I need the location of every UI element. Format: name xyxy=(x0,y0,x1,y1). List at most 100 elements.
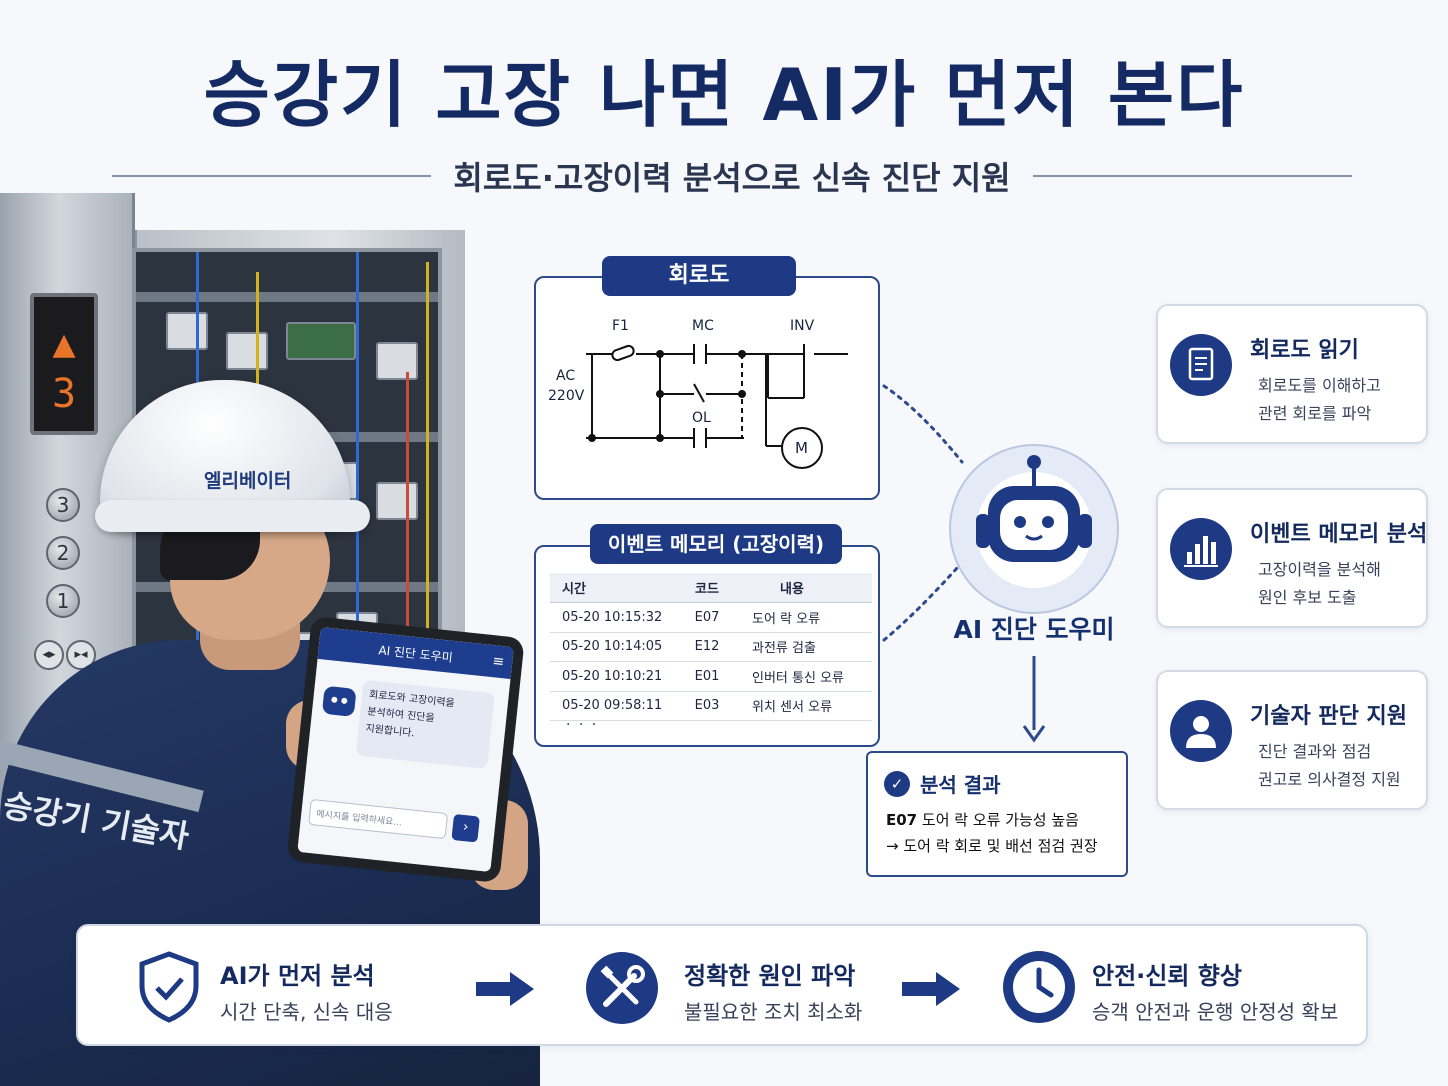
result-header: ✓ 분석 결과 xyxy=(884,769,1001,798)
circuit-diagram xyxy=(586,344,848,469)
cell-content: 과전류 검출 xyxy=(752,641,816,657)
cell-content: 위치 센서 오류 xyxy=(752,700,833,716)
tools-icon xyxy=(586,952,658,1024)
arrow-right-icon xyxy=(902,972,960,1006)
cell-code: E12 xyxy=(694,639,720,655)
benefit-title: 정확한 원인 파악 xyxy=(684,962,856,990)
subtitle-divider-right xyxy=(1032,175,1353,177)
cell-code: E07 xyxy=(694,609,720,625)
wire xyxy=(426,262,429,702)
table-row: 05-20 10:10:21 E01 인버터 통신 오류 xyxy=(550,662,872,692)
panel-rail xyxy=(136,292,438,302)
voltage-tag: 220V xyxy=(548,388,585,404)
panel-component xyxy=(376,482,418,520)
feature-title: 회로도 읽기 xyxy=(1250,338,1359,363)
feature-circuit-reading: 회로도 읽기 회로도를 이해하고 관련 회로를 파악 xyxy=(1156,304,1428,444)
page-title: 승강기 고장 나면 AI가 먼저 본다 xyxy=(203,53,1245,137)
event-memory-card: 시간 코드 내용 05-20 10:15:32 E07 도어 락 오류 05-2… xyxy=(534,545,880,747)
event-memory-label: 이벤트 메모리 (고장이력) xyxy=(590,524,842,564)
column-time: 시간 xyxy=(562,582,586,597)
panel-component xyxy=(226,332,268,370)
benefit-title: 안전·신뢰 향상 xyxy=(1092,962,1242,990)
panel-board xyxy=(286,322,356,360)
table-row: 05-20 10:15:32 E07 도어 락 오류 xyxy=(550,603,872,633)
down-arrow-head xyxy=(1022,725,1046,743)
table-row: 05-20 09:58:11 E03 위치 센서 오류 xyxy=(550,692,872,721)
result-finding: 도어 락 오류 가능성 높음 xyxy=(917,811,1079,829)
feature-desc: 회로도를 이해하고 관련 회로를 파악 xyxy=(1258,372,1381,428)
page-subtitle: 회로도·고장이력 분석으로 신속 진단 지원 xyxy=(453,159,1011,197)
subtitle-row: 회로도·고장이력 분석으로 신속 진단 지원 xyxy=(112,154,1353,198)
feature-title: 기술자 판단 지원 xyxy=(1250,704,1407,729)
feature-desc-line: 회로도를 이해하고 xyxy=(1258,376,1381,395)
assistant-label: AI 진단 도우미 xyxy=(953,615,1115,644)
floor-indicator: ▲ 3 xyxy=(30,293,98,435)
panel-component xyxy=(376,342,418,380)
connector-events xyxy=(882,556,968,642)
result-line-2: → 도어 락 회로 및 배선 점검 권장 xyxy=(886,837,1098,855)
helmet-label: 엘리베이터 xyxy=(204,470,292,492)
subtitle-divider-left xyxy=(112,175,432,177)
feature-desc-line: 권고로 의사결정 지원 xyxy=(1258,770,1401,789)
result-line-1: E07 도어 락 오류 가능성 높음 xyxy=(886,809,1079,830)
clock-icon xyxy=(1003,951,1075,1023)
feature-desc: 고장이력을 분석해 원인 후보 도출 xyxy=(1258,556,1381,612)
benefit-safety: 안전·신뢰 향상 승객 안전과 운행 안정성 확보 xyxy=(1000,926,1360,1048)
circuit-card: F1 MC INV AC 220V OL M xyxy=(534,276,880,500)
benefit-desc: 불필요한 조치 최소화 xyxy=(684,1000,863,1024)
overload-tag: OL xyxy=(692,410,711,426)
document-icon xyxy=(1188,347,1214,381)
more-rows-indicator: · · · xyxy=(566,717,599,733)
feature-desc-line: 원인 후보 도출 xyxy=(1258,588,1357,607)
bar-chart-icon-bg xyxy=(1170,518,1232,580)
cell-time: 05-20 09:58:11 xyxy=(562,698,663,714)
feature-desc-line: 고장이력을 분석해 xyxy=(1258,560,1381,579)
benefit-root-cause: 정확한 원인 파악 불필요한 조치 최소화 xyxy=(584,926,944,1048)
feature-event-analysis: 이벤트 메모리 분석 고장이력을 분석해 원인 후보 도출 xyxy=(1156,488,1428,628)
cell-code: E03 xyxy=(694,698,720,714)
connector-circuit xyxy=(882,384,964,464)
benefit-banner: AI가 먼저 분석 시간 단축, 신속 대응 정확한 원인 파악 불필요한 조치… xyxy=(76,924,1368,1046)
wire xyxy=(356,252,359,712)
contactor-tag: MC xyxy=(692,318,714,334)
cell-code: E01 xyxy=(694,668,720,684)
cell-content: 도어 락 오류 xyxy=(752,611,821,627)
bar-chart-icon xyxy=(1184,536,1218,567)
feature-title: 이벤트 메모리 분석 xyxy=(1250,522,1428,547)
inverter-tag: INV xyxy=(790,318,815,334)
floor-button-2[interactable]: 2 xyxy=(46,536,80,570)
floor-button-1[interactable]: 1 xyxy=(46,584,80,618)
panel-component xyxy=(166,312,208,350)
result-code: E07 xyxy=(886,811,918,829)
column-content: 내용 xyxy=(780,582,804,597)
table-row: 05-20 10:14:05 E12 과전류 검출 xyxy=(550,633,872,662)
floor-button-3[interactable]: 3 xyxy=(46,488,80,522)
helmet-brim xyxy=(95,500,370,532)
feature-desc-line: 진단 결과와 점검 xyxy=(1258,742,1372,761)
door-open-icon[interactable]: ◂▸ xyxy=(34,640,64,670)
cell-time: 05-20 10:14:05 xyxy=(562,639,663,655)
shield-check-icon xyxy=(139,951,199,1023)
wire xyxy=(406,372,409,692)
arrow-right-icon xyxy=(476,972,534,1006)
benefit-desc: 시간 단축, 신속 대응 xyxy=(220,1000,393,1024)
feature-desc: 진단 결과와 점검 권고로 의사결정 지원 xyxy=(1258,738,1401,794)
fuse-tag: F1 xyxy=(612,318,629,334)
up-arrow-icon: ▲ xyxy=(52,327,76,362)
user-icon xyxy=(1186,716,1216,748)
event-table: 시간 코드 내용 05-20 10:15:32 E07 도어 락 오류 05-2… xyxy=(550,573,872,721)
cell-time: 05-20 10:10:21 xyxy=(562,668,663,684)
result-card: ✓ 분석 결과 E07 도어 락 오류 가능성 높음 → 도어 락 회로 및 배… xyxy=(866,751,1128,877)
cell-content: 인버터 통신 오류 xyxy=(752,670,844,686)
cell-time: 05-20 10:15:32 xyxy=(562,609,663,625)
benefit-title: AI가 먼저 분석 xyxy=(220,962,375,990)
feature-technician-support: 기술자 판단 지원 진단 결과와 점검 권고로 의사결정 지원 xyxy=(1156,670,1428,810)
motor-tag: M xyxy=(795,439,808,457)
circuit-label: 회로도 xyxy=(602,256,796,296)
table-header: 시간 코드 내용 xyxy=(550,573,872,603)
supply-tag: AC xyxy=(556,368,576,384)
robot-icon xyxy=(976,455,1092,562)
floor-number: 3 xyxy=(51,371,77,417)
benefit-ai-first: AI가 먼저 분석 시간 단축, 신속 대응 xyxy=(136,926,496,1048)
